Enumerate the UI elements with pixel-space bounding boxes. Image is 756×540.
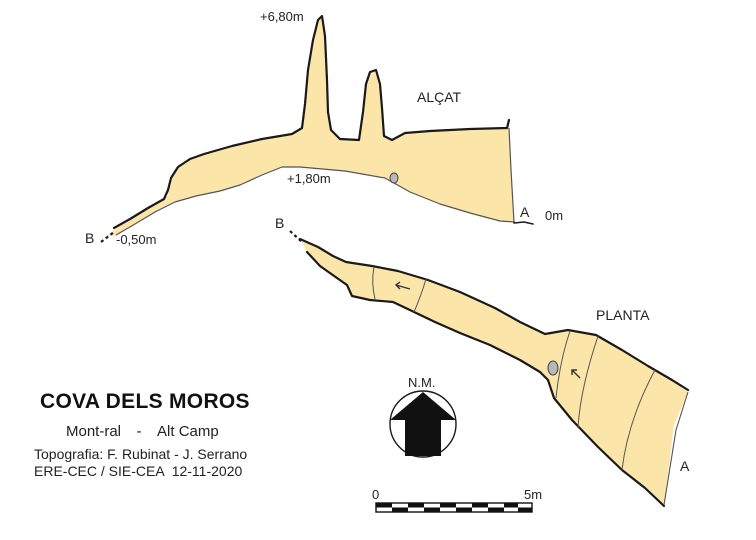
credits-group-date: ERE-CEC / SIE-CEA 12-11-2020 [34, 463, 243, 479]
scale-segment [456, 507, 472, 512]
plan-end-b-broken [289, 230, 303, 243]
elevation-floor-outline [115, 166, 516, 236]
plan-upper-wall [298, 237, 690, 392]
survey-credits: Topografia: F. Rubinat - J. Serrano ERE-… [34, 446, 247, 480]
slope-arrow [394, 281, 411, 290]
elevation-view [100, 14, 534, 243]
elevation-point-a: A [520, 204, 530, 220]
scale-end-label: 5m [524, 487, 542, 502]
level-a-label: 0m [545, 208, 563, 223]
elevation-cave-shape [107, 16, 514, 236]
scale-segment [440, 503, 456, 508]
elevation-label: ALÇAT [417, 89, 462, 105]
elevation-point-b: B [85, 230, 94, 246]
survey-title: COVA DELS MOROS [40, 390, 250, 413]
scale-segment [392, 507, 408, 512]
survey-location: Mont-ral-Alt Camp [66, 423, 219, 440]
level-b-label: -0,50m [116, 232, 156, 247]
slope-arrow [571, 369, 581, 379]
scale-segment [376, 503, 392, 508]
scale-segment [488, 507, 504, 512]
plan-section-line [555, 330, 571, 399]
elevation-entrance-edge [508, 127, 515, 223]
rock-block [389, 172, 399, 184]
plan-section-line [621, 369, 656, 471]
plan-point-a: A [680, 458, 690, 474]
scale-start-label: 0 [372, 487, 379, 502]
north-arrow-icon [390, 392, 456, 456]
elevation-roof-outline [112, 14, 511, 230]
plan-section-line [577, 335, 599, 429]
plan-entrance-edge [663, 391, 689, 506]
location-place: Mont-ral [66, 423, 122, 440]
credits-authors: Topografia: F. Rubinat - J. Serrano [34, 446, 248, 462]
scale-segment [424, 507, 440, 512]
location-region: Alt Camp [157, 423, 219, 440]
plan-view [289, 230, 690, 508]
level-mid-label: +1,80m [287, 171, 331, 186]
north-arrow-label: N.M. [408, 375, 435, 390]
scale-segment [518, 507, 532, 512]
scale-segment [472, 503, 488, 508]
scale-bar: 0 5m [372, 487, 542, 513]
scale-segment [408, 503, 424, 508]
plan-point-b: B [275, 215, 284, 231]
plan-label: PLANTA [596, 307, 650, 323]
elevation-outside-ground [513, 221, 534, 225]
north-arrow: N.M. [389, 375, 457, 458]
plan-section-line [413, 278, 427, 313]
location-separator: - [136, 423, 142, 440]
level-top-label: +6,80m [260, 9, 304, 24]
rock-block [547, 360, 559, 376]
plan-cave-shape [300, 238, 688, 506]
scale-segment [504, 503, 518, 508]
plan-lower-wall [305, 250, 666, 508]
plan-section-line [372, 266, 376, 300]
elevation-end-b-broken [100, 231, 115, 243]
